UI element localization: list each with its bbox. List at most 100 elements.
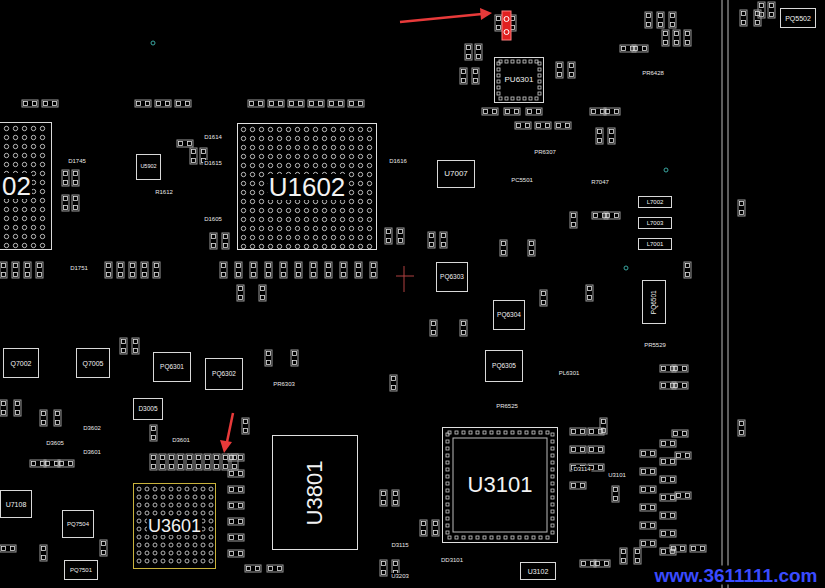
pad (179, 465, 183, 469)
ball-pad (358, 172, 362, 176)
pin-pad (499, 97, 502, 100)
pad (74, 206, 78, 210)
pad-outline (177, 454, 184, 470)
ball-pad (137, 559, 141, 563)
pin-pad (504, 431, 507, 434)
pad (588, 287, 592, 291)
pad-pair (14, 400, 21, 416)
ball-pad (286, 208, 290, 212)
pad (572, 448, 576, 452)
pad (662, 460, 666, 464)
pad (44, 102, 48, 106)
ball-pad (193, 535, 197, 539)
ball-pad (241, 244, 245, 248)
ball-pad (268, 217, 272, 221)
ball-pad (31, 243, 35, 247)
pad (622, 550, 626, 554)
ball-pad (268, 136, 272, 140)
ball-pad (313, 127, 317, 131)
pad (770, 13, 774, 17)
pad (642, 488, 646, 492)
pad (517, 124, 521, 128)
pad-pair (640, 450, 656, 457)
pad (662, 442, 666, 446)
pad (570, 73, 574, 77)
pad (598, 139, 602, 143)
pad-outline (608, 128, 615, 144)
pad-outline (40, 410, 47, 426)
pad-pair (228, 470, 244, 477)
pin-pad (505, 60, 508, 63)
pad (462, 331, 466, 335)
ball-pad (322, 235, 326, 239)
pad-outline (135, 100, 151, 107)
pad (606, 214, 610, 218)
pad-outline (586, 285, 593, 301)
pad (530, 251, 534, 255)
pad-pair (738, 200, 745, 216)
ball-pad (241, 208, 245, 212)
pad (474, 70, 478, 74)
ball-pad (250, 208, 254, 212)
ball-pad (161, 511, 165, 515)
ball-pad (250, 244, 254, 248)
pad (224, 456, 228, 460)
pad-pair (308, 100, 324, 107)
pad (261, 296, 265, 300)
pad-pair (268, 100, 284, 107)
pad (662, 478, 666, 482)
pad-outline (657, 12, 664, 28)
ball-pad (177, 559, 181, 563)
ball-pad (241, 154, 245, 158)
pad (319, 102, 323, 106)
pin-pad (497, 62, 500, 65)
pad-outline (355, 262, 362, 278)
pad-pair (555, 122, 571, 129)
pad-pair (175, 100, 191, 107)
pad-pair (465, 44, 472, 60)
ball-pad (268, 127, 272, 131)
pin-pad (538, 92, 541, 95)
pad (662, 384, 666, 388)
part-designator: PQ7504 (66, 521, 90, 527)
ball-pad (349, 163, 353, 167)
pad (497, 17, 501, 21)
pad-pair (570, 212, 577, 228)
pad (422, 522, 426, 526)
ball-pad (358, 226, 362, 230)
ball-pad (201, 535, 205, 539)
pad-outline (348, 100, 364, 107)
ball-pad (201, 503, 205, 507)
part-label: D3605 (45, 440, 65, 446)
pad (636, 559, 640, 563)
pin-pad (551, 447, 554, 450)
pad-pair (153, 262, 160, 278)
component-outline: PQ6501 (642, 280, 666, 324)
pad-outline (213, 454, 220, 470)
ball-pad (367, 235, 371, 239)
pad (387, 239, 391, 243)
pad-outline (675, 452, 691, 459)
pad (224, 235, 228, 239)
pad (239, 536, 243, 540)
component-outline: 02 (0, 122, 52, 250)
part-label: D1605 (203, 216, 223, 222)
part-label: R1612 (154, 189, 174, 195)
ball-pad (322, 145, 326, 149)
pad (197, 456, 201, 460)
pad-outline (612, 486, 619, 502)
ball-pad (201, 559, 205, 563)
pin-pad (551, 482, 554, 485)
ball-pad (304, 208, 308, 212)
pad (651, 506, 655, 510)
ball-pad (340, 199, 344, 203)
pad (230, 472, 234, 476)
pad (69, 462, 73, 466)
pad-outline (673, 30, 680, 46)
pad (64, 172, 68, 176)
component-outline: PQ6304 (493, 300, 525, 330)
component-outline: PQ6303 (436, 262, 468, 292)
pin-pad (469, 536, 472, 539)
ball-pad (349, 190, 353, 194)
pad (467, 46, 471, 50)
